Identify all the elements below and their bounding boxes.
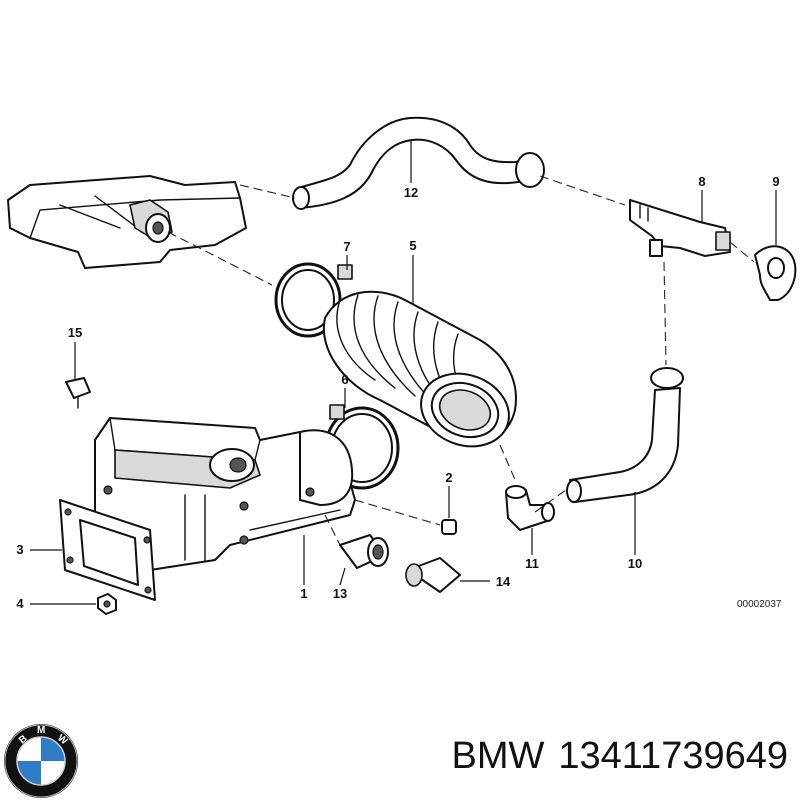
valve-8 (629, 199, 731, 257)
callout-2: 2 (445, 470, 452, 485)
bmw-logo: B M W (2, 722, 80, 800)
callout-14: 14 (496, 574, 511, 589)
assembly-lines (167, 175, 755, 546)
leader-lines (30, 140, 777, 605)
callout-10: 10 (628, 556, 642, 571)
bmw-roundel-icon: B M W (4, 724, 78, 798)
callout-1: 1 (300, 586, 307, 601)
callout-15: 15 (68, 325, 82, 340)
callout-8: 8 (698, 174, 705, 189)
callout-11: 11 (525, 556, 539, 571)
bracket-9 (754, 245, 797, 301)
part-caption: BMW 13411739649 (437, 735, 788, 778)
callout-13: 13 (333, 586, 347, 601)
callout-6: 6 (341, 372, 348, 387)
diagram-id: 00002037 (737, 599, 782, 610)
callout-3: 3 (16, 542, 23, 557)
callout-12: 12 (404, 185, 418, 200)
plug-2 (441, 519, 457, 535)
nut-4 (97, 593, 117, 615)
callout-5: 5 (409, 238, 416, 253)
intake-manifold (7, 175, 247, 269)
callouts: 1 2 3 4 5 6 7 8 9 10 11 12 13 14 15 0000… (16, 174, 782, 611)
callout-9: 9 (772, 174, 779, 189)
intake-bellows-5 (322, 290, 517, 448)
callout-7: 7 (343, 239, 350, 254)
hose-10 (566, 367, 684, 503)
elbow-11 (505, 485, 555, 531)
sensor-13 (339, 534, 389, 569)
hose-12 (292, 116, 545, 210)
cap-14 (405, 557, 461, 593)
gasket-3 (59, 499, 156, 601)
callout-4: 4 (16, 596, 24, 611)
clip-15 (65, 377, 91, 409)
part-number: 13411739649 (558, 735, 788, 777)
brand-name: BMW (451, 735, 545, 777)
svg-text:M: M (37, 725, 45, 736)
